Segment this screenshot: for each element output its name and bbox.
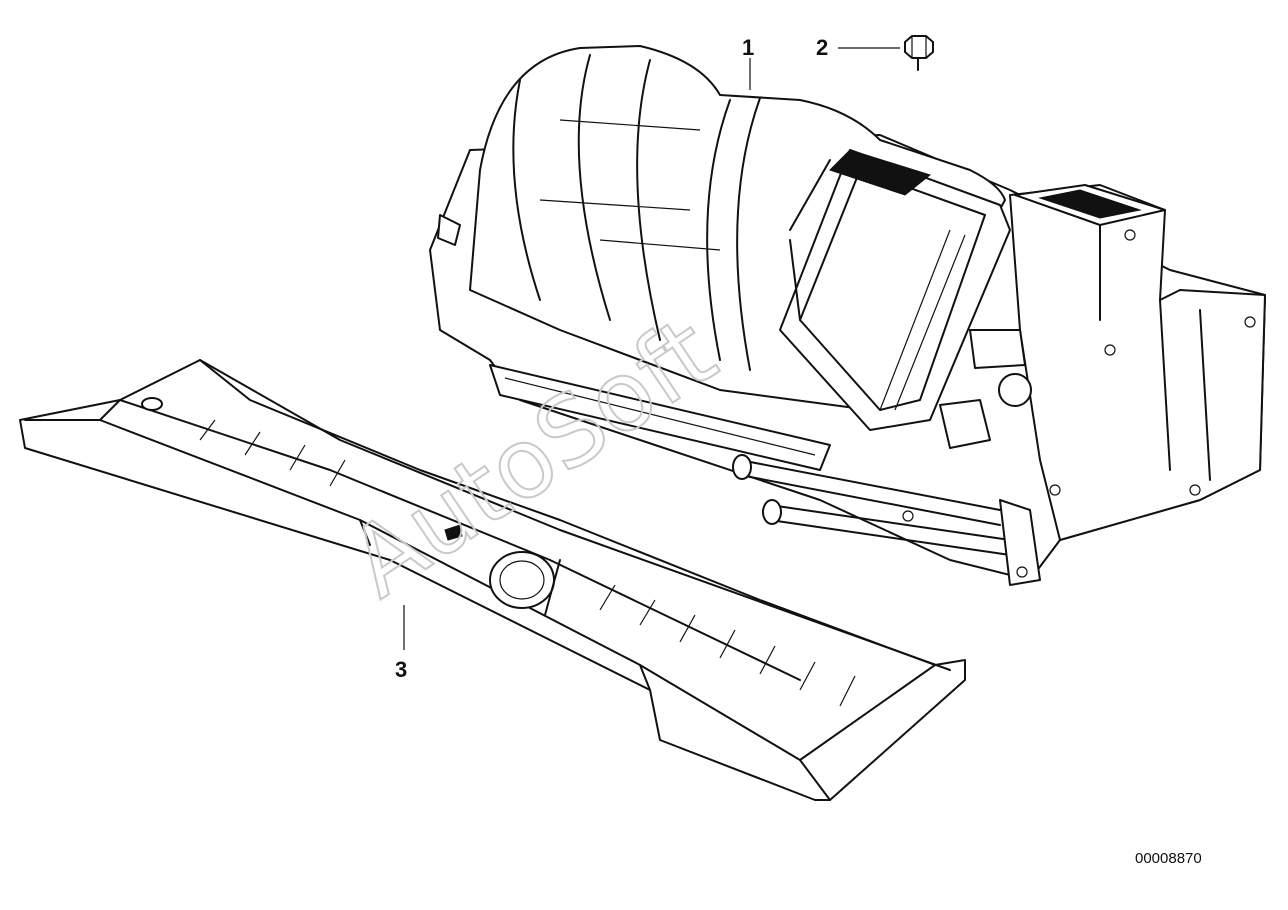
callout-1: 1 [742,35,754,60]
callout-leaders [403,47,900,650]
cowl-cover-panel [19,359,966,801]
callout-2: 2 [816,35,828,60]
callout-3: 3 [395,657,407,682]
hex-nut [904,35,934,71]
heater-blower-housing [429,45,1266,586]
document-number: 00008870 [1135,850,1202,867]
